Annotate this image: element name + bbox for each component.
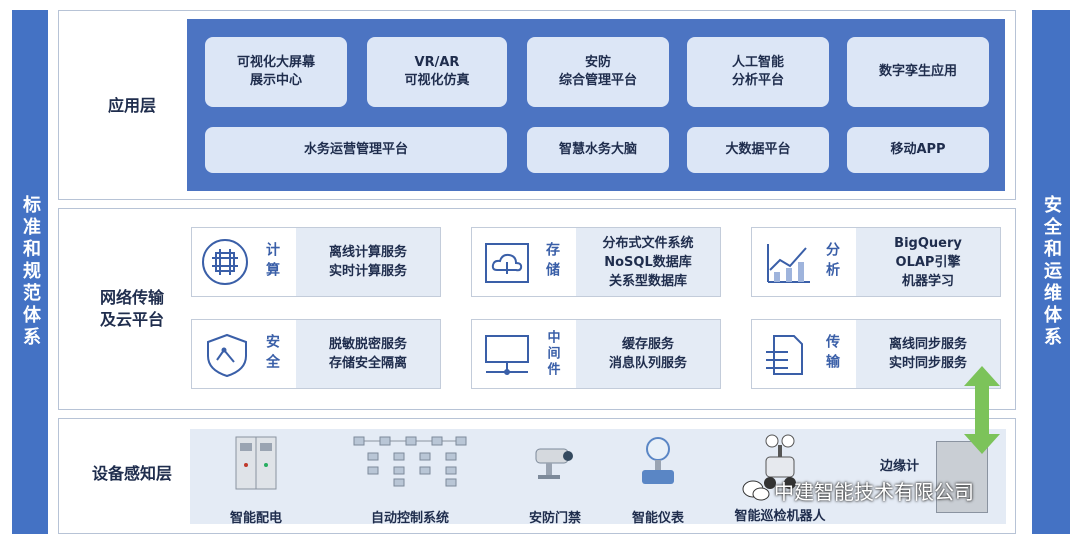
edge-server-icon xyxy=(936,441,988,513)
automation-system-icon: 自动控制系统 xyxy=(350,435,470,526)
device-label: 自动控制系统 xyxy=(370,511,449,526)
compute-card: 计算 离线计算服务 实时计算服务 xyxy=(191,227,441,297)
card-desc: 脱敏脱密服务 存储安全隔离 xyxy=(328,337,407,371)
card-title: 计算 xyxy=(264,242,280,282)
card-title: 分析 xyxy=(824,242,840,282)
app-layer-panel: 应用层 可视化大屏幕 展示中心 VR/AR 可视化仿真 安防 综合管理平台 人工… xyxy=(58,10,1016,200)
device-label: 智能配电 xyxy=(229,511,282,526)
standards-sidebar: 标准和规范体系 xyxy=(12,10,48,534)
app-tile: 可视化大屏幕 展示中心 xyxy=(205,37,347,107)
compute-icon xyxy=(202,239,248,285)
network-layer-panel: 网络传输 及云平台 计算 离线计算服务 实时计算服务 存储 分布式文件系统 No… xyxy=(58,208,1016,410)
app-tile: 移动APP xyxy=(847,127,989,173)
watermark-text: 中建智能技术有限公司 xyxy=(774,480,974,504)
card-desc: 离线同步服务 实时同步服务 xyxy=(888,337,967,371)
device-label: 安防门禁 xyxy=(528,511,581,526)
card-desc: 缓存服务 消息队列服务 xyxy=(608,337,687,371)
security-ops-sidebar: 安全和运维体系 xyxy=(1032,10,1070,534)
device-label: 智能巡检机器人 xyxy=(734,509,826,524)
network-layer-label: 网络传输 及云平台 xyxy=(99,288,164,329)
device-layer-label: 设备感知层 xyxy=(91,464,172,483)
edge-computing-device: 边缘计 xyxy=(880,455,936,474)
app-tile: 数字孪生应用 xyxy=(847,37,989,107)
app-tile: 智慧水务大脑 xyxy=(527,127,669,173)
card-desc: 分布式文件系统 NoSQL数据库 关系型数据库 xyxy=(602,235,694,289)
wechat-icon xyxy=(742,480,770,500)
power-cabinet-icon: 智能配电 xyxy=(230,435,282,526)
analysis-card: 分析 BigQuery OLAP引擎 机器学习 xyxy=(751,227,1001,297)
device-label: 智能仪表 xyxy=(631,511,684,526)
inspection-robot-icon: 智能巡检机器人 xyxy=(734,433,826,524)
shield-icon xyxy=(202,332,252,382)
storage-card: 存储 分布式文件系统 NoSQL数据库 关系型数据库 xyxy=(471,227,721,297)
app-tile: 人工智能 分析平台 xyxy=(687,37,829,107)
device-area: 智能配电 自动控制系统 安防门禁 智能仪表 智能巡检机器人 边缘计 xyxy=(190,429,1006,526)
watermark: 中建智能技术有限公司 xyxy=(742,476,974,505)
card-title: 安全 xyxy=(264,334,280,374)
bidirectional-arrow-icon xyxy=(964,366,1000,454)
app-layer-block: 可视化大屏幕 展示中心 VR/AR 可视化仿真 安防 综合管理平台 人工智能 分… xyxy=(187,19,1005,191)
middleware-card: 中间件 缓存服务 消息队列服务 xyxy=(471,319,721,389)
app-tile: 大数据平台 xyxy=(687,127,829,173)
card-title: 传输 xyxy=(824,334,840,374)
security-ops-sidebar-label: 安全和运维体系 xyxy=(1041,195,1062,349)
security-camera-icon: 安防门禁 xyxy=(529,443,581,526)
standards-sidebar-label: 标准和规范体系 xyxy=(20,195,41,349)
chart-analysis-icon xyxy=(762,240,812,290)
device-label: 边缘计 xyxy=(880,459,920,474)
cloud-storage-icon xyxy=(482,240,532,290)
card-desc: BigQuery OLAP引擎 机器学习 xyxy=(894,235,962,289)
security-card: 安全 脱敏脱密服务 存储安全隔离 xyxy=(191,319,441,389)
app-layer-label: 应用层 xyxy=(107,96,156,115)
card-title: 中间件 xyxy=(544,330,560,378)
transfer-icon xyxy=(762,332,812,382)
card-title: 存储 xyxy=(544,242,560,282)
app-tile: 水务运营管理平台 xyxy=(205,127,507,173)
middleware-icon xyxy=(482,332,532,382)
app-tile: VR/AR 可视化仿真 xyxy=(367,37,507,107)
card-desc: 离线计算服务 实时计算服务 xyxy=(328,245,407,279)
app-tile: 安防 综合管理平台 xyxy=(527,37,669,107)
transfer-card: 传输 离线同步服务 实时同步服务 xyxy=(751,319,1001,389)
smart-meter-icon: 智能仪表 xyxy=(632,435,684,526)
